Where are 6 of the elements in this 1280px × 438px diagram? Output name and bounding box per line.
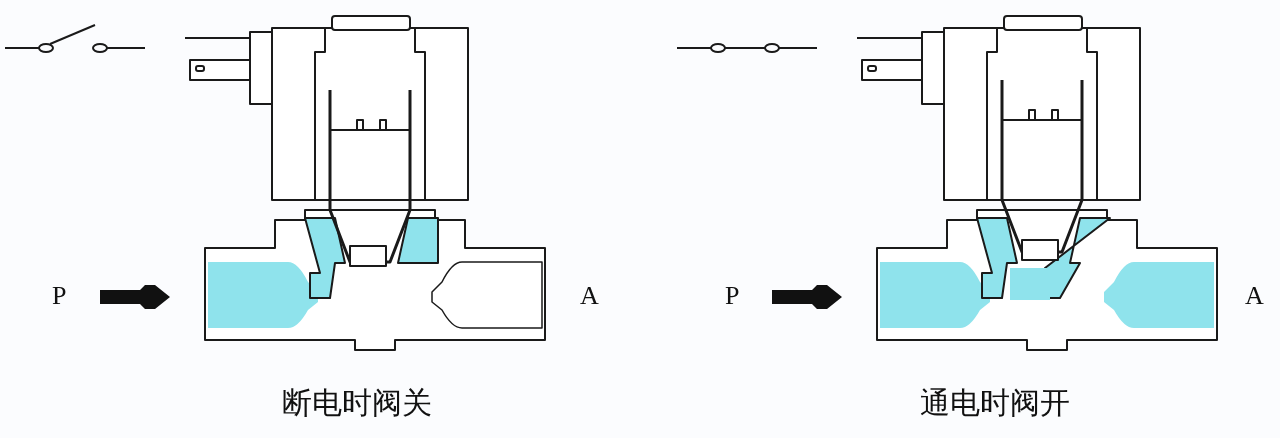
caption: 断电时阀关	[282, 388, 432, 418]
port-label: P	[725, 283, 740, 309]
caption: 通电时阀开	[920, 388, 1070, 418]
port-label: A	[1245, 283, 1264, 309]
port-label: P	[52, 283, 67, 309]
port-label: A	[580, 283, 599, 309]
